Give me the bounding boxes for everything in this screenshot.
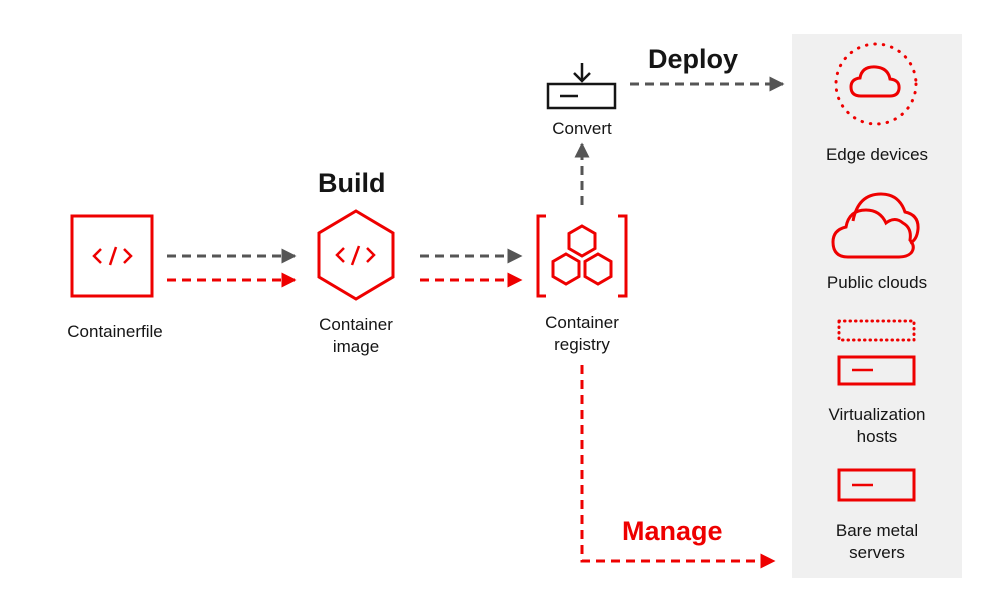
container-image-label-line2: image — [332, 337, 380, 356]
virtualization-server-icon — [837, 319, 916, 386]
server-icon — [837, 468, 916, 502]
stage-build-label: Build — [318, 168, 386, 198]
container-registry-label: Container registry — [522, 312, 642, 356]
targets-panel — [792, 34, 962, 578]
container-registry-label-line1: Container — [545, 313, 619, 332]
dotted-cloud-icon — [834, 42, 918, 126]
cloud-icon — [831, 192, 920, 259]
container-image-label-line1: Container — [319, 315, 393, 334]
code-hexagon-icon — [317, 209, 395, 301]
containerfile-label: Containerfile — [67, 322, 163, 341]
virtualization-hosts-label-line2: hosts — [856, 427, 898, 446]
virtualization-hosts-label: Virtualization hosts — [797, 404, 957, 448]
container-registry-label-line2: registry — [554, 335, 610, 354]
edge-devices-label: Edge devices — [825, 145, 929, 164]
bare-metal-servers-label-line1: Bare metal — [835, 521, 919, 540]
virtualization-hosts-label-line1: Virtualization — [828, 405, 926, 424]
arrow-manage — [580, 365, 776, 569]
registry-hexagons-icon — [536, 214, 628, 298]
container-image-label: Container image — [296, 314, 416, 358]
bare-metal-servers-label-line2: servers — [849, 543, 905, 562]
download-drive-icon — [546, 63, 617, 110]
stage-deploy-label: Deploy — [648, 44, 739, 74]
code-file-icon — [70, 214, 154, 298]
stage-manage-label: Manage — [622, 516, 723, 546]
convert-label: Convert — [552, 119, 612, 138]
public-clouds-label: Public clouds — [826, 273, 928, 292]
bare-metal-servers-label: Bare metal servers — [797, 520, 957, 564]
